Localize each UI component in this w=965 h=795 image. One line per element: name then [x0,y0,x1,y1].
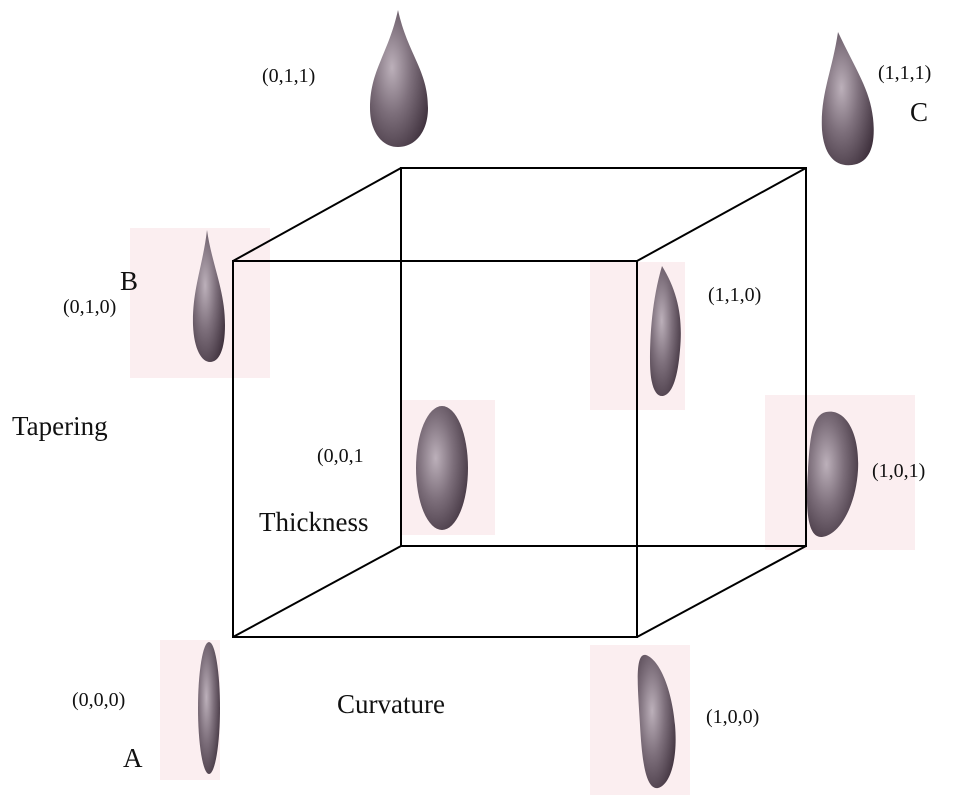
corner-letter-c: C [910,97,928,127]
shape-100 [637,654,676,789]
labels: (0,1,1) (1,1,1) C B (0,1,0) (1,1,0) Tape… [12,62,931,773]
shape-001 [416,406,468,530]
vertex-label-101: (1,0,1) [872,460,925,482]
shape-backdrops [130,228,915,795]
cube-edge-bottom-right [636,545,807,638]
vertex-label-111: (1,1,1) [878,62,931,84]
vertex-label-010: (0,1,0) [63,296,116,318]
axis-label-thickness: Thickness [259,507,368,537]
shape-111 [821,32,874,166]
shape-101 [806,411,859,538]
cube-edge-top-left [232,167,402,262]
shape-samples [192,10,874,789]
vertex-label-001: (0,0,1 [317,445,364,467]
vertex-label-100: (1,0,0) [706,706,759,728]
corner-letter-a: A [123,743,143,773]
vertex-label-011: (0,1,1) [262,65,315,87]
cube-edge-top-right [636,167,807,262]
cube-back-face [400,167,807,547]
cube-front-face [232,260,638,638]
vertex-label-110: (1,1,0) [708,284,761,306]
cube-wireframe [232,167,807,638]
shape-010 [192,230,225,362]
shape-011 [370,10,428,147]
axis-label-curvature: Curvature [337,689,445,719]
cube-edge-bottom-left [232,545,402,638]
corner-letter-b: B [120,266,138,296]
axis-label-tapering: Tapering [12,411,108,441]
shape-110 [650,266,681,397]
vertex-label-000: (0,0,0) [72,689,125,711]
shape-000 [198,642,220,774]
